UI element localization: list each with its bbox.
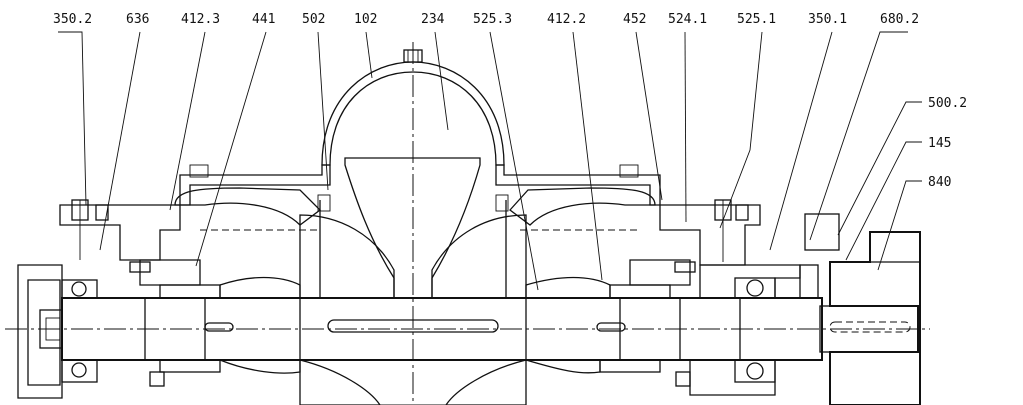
top-labels: 350.2 636 412.3 441 502 102 234 525.3 41… [53,12,919,27]
label-502: 502 [302,12,325,27]
right-bearing [689,213,840,396]
label-452: 452 [623,12,646,27]
label-234: 234 [421,12,445,27]
left-seal [139,259,301,374]
label-145: 145 [928,136,951,151]
leader-lines [58,31,922,291]
label-412-2: 412.2 [547,12,586,27]
label-636: 636 [126,12,149,27]
right-seal [525,259,691,374]
label-525-3: 525.3 [473,12,512,27]
label-102: 102 [354,12,377,27]
label-350-2: 350.2 [53,12,92,27]
label-680-2: 680.2 [880,12,919,27]
casing-bolts [71,199,749,387]
coupling [829,231,921,405]
label-500-2: 500.2 [928,96,967,111]
label-350-1: 350.1 [808,12,847,27]
left-bearing [17,264,98,399]
label-840: 840 [928,175,951,190]
right-labels: 500.2 145 840 [928,96,967,190]
label-441: 441 [252,12,275,27]
label-525-1: 525.1 [737,12,776,27]
label-524-1: 524.1 [668,12,707,27]
label-412-3: 412.3 [181,12,220,27]
